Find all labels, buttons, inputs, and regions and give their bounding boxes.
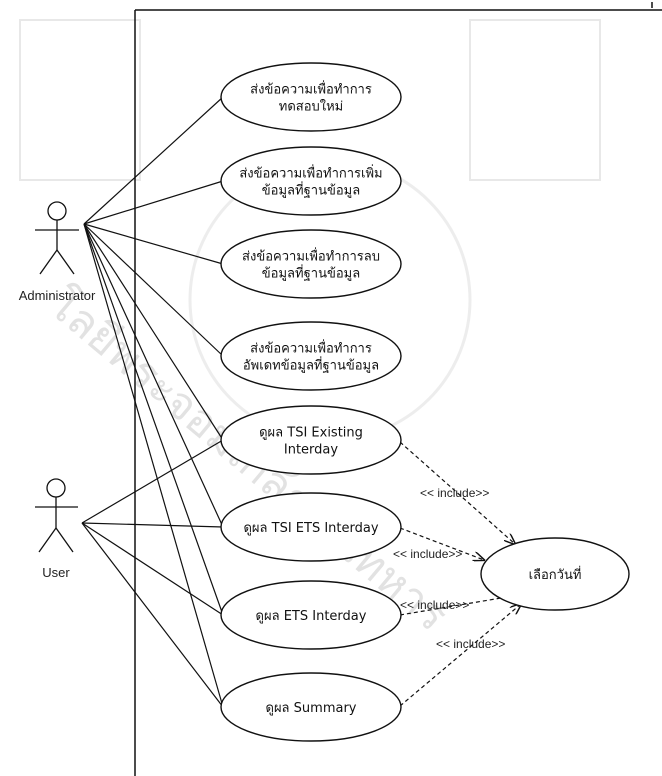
association-line-user-uc5 (81, 439, 224, 524)
association-line-admin-uc1 (83, 96, 224, 225)
use-case-ellipse (220, 580, 402, 650)
use-case-label: ส่งข้อความเพื่อทำการเพิ่ม (239, 165, 382, 182)
use-case-label: ดูผล Summary (266, 701, 357, 716)
use-case-label: เลือกวันที่ (529, 566, 582, 583)
use-case-uc8[interactable]: ดูผล Summary (220, 672, 402, 742)
include-arrow-uc6 (399, 527, 484, 560)
association-line-admin-uc6 (83, 223, 224, 528)
use-case-ellipse (220, 146, 402, 216)
use-case-ellipse (220, 321, 402, 391)
association-line-admin-uc5 (83, 223, 224, 441)
use-case-label: ข้อมูลที่ฐานข้อมูล (262, 265, 360, 282)
actor-label-administrator: Administrator (19, 288, 96, 303)
use-case-label: อัพเดทข้อมูลที่ฐานข้อมูล (243, 357, 379, 374)
actor-label-user: User (42, 565, 70, 580)
association-line-admin-uc8 (83, 223, 224, 708)
use-case-label: ดูผล ETS Interday (256, 609, 367, 624)
use-case-ellipse (220, 405, 402, 475)
use-case-ellipse (480, 537, 630, 611)
association-line-admin-uc2 (83, 180, 224, 225)
actor-user[interactable]: User (35, 478, 78, 580)
association-lines (81, 96, 224, 708)
actor-head (46, 478, 66, 498)
use-case-ellipse (220, 229, 402, 299)
include-arrow-uc8 (399, 604, 521, 707)
use-case-uc7[interactable]: ดูผล ETS Interday (220, 580, 402, 650)
use-case-label: Interday (284, 443, 339, 458)
use-case-label: ดูผล TSI ETS Interday (243, 521, 378, 536)
actor-administrator[interactable]: Administrator (19, 201, 96, 303)
association-line-user-uc8 (81, 522, 224, 708)
use-case-label: ข้อมูลที่ฐานข้อมูล (262, 182, 360, 199)
system-boundary (134, 2, 662, 776)
association-line-admin-uc4 (83, 223, 224, 357)
use-case-ellipse (220, 492, 402, 562)
use-case-label: ดูผล TSI Existing (259, 426, 363, 441)
include-label: << include>> (393, 547, 462, 561)
include-label: << include>> (400, 598, 469, 612)
association-line-user-uc6 (81, 522, 224, 528)
use-case-label: ส่งข้อความเพื่อทำการ (250, 81, 372, 98)
actor-head (47, 201, 67, 221)
use-case-label: ส่งข้อความเพื่อทำการลบ (242, 248, 380, 265)
use-case-uc2[interactable]: ส่งข้อความเพื่อทำการเพิ่มข้อมูลที่ฐานข้อ… (220, 146, 402, 216)
association-line-admin-uc3 (83, 223, 224, 265)
include-label: << include>> (420, 486, 489, 500)
use-case-label: ส่งข้อความเพื่อทำการ (250, 340, 372, 357)
include-arrow-uc5 (399, 441, 515, 544)
association-line-user-uc7 (81, 522, 224, 616)
include-label: << include>> (436, 637, 505, 651)
association-line-admin-uc7 (83, 223, 224, 616)
use-case-ellipse (220, 62, 402, 132)
use-case-ellipse (220, 672, 402, 742)
use-cases: ส่งข้อความเพื่อทำการทดสอบใหม่ส่งข้อความเ… (220, 62, 630, 742)
use-case-uc9[interactable]: เลือกวันที่ (480, 537, 630, 611)
use-case-label: ทดสอบใหม่ (279, 99, 344, 115)
use-case-uc6[interactable]: ดูผล TSI ETS Interday (220, 492, 402, 562)
use-case-uc4[interactable]: ส่งข้อความเพื่อทำการอัพเดทข้อมูลที่ฐานข้… (220, 321, 402, 391)
